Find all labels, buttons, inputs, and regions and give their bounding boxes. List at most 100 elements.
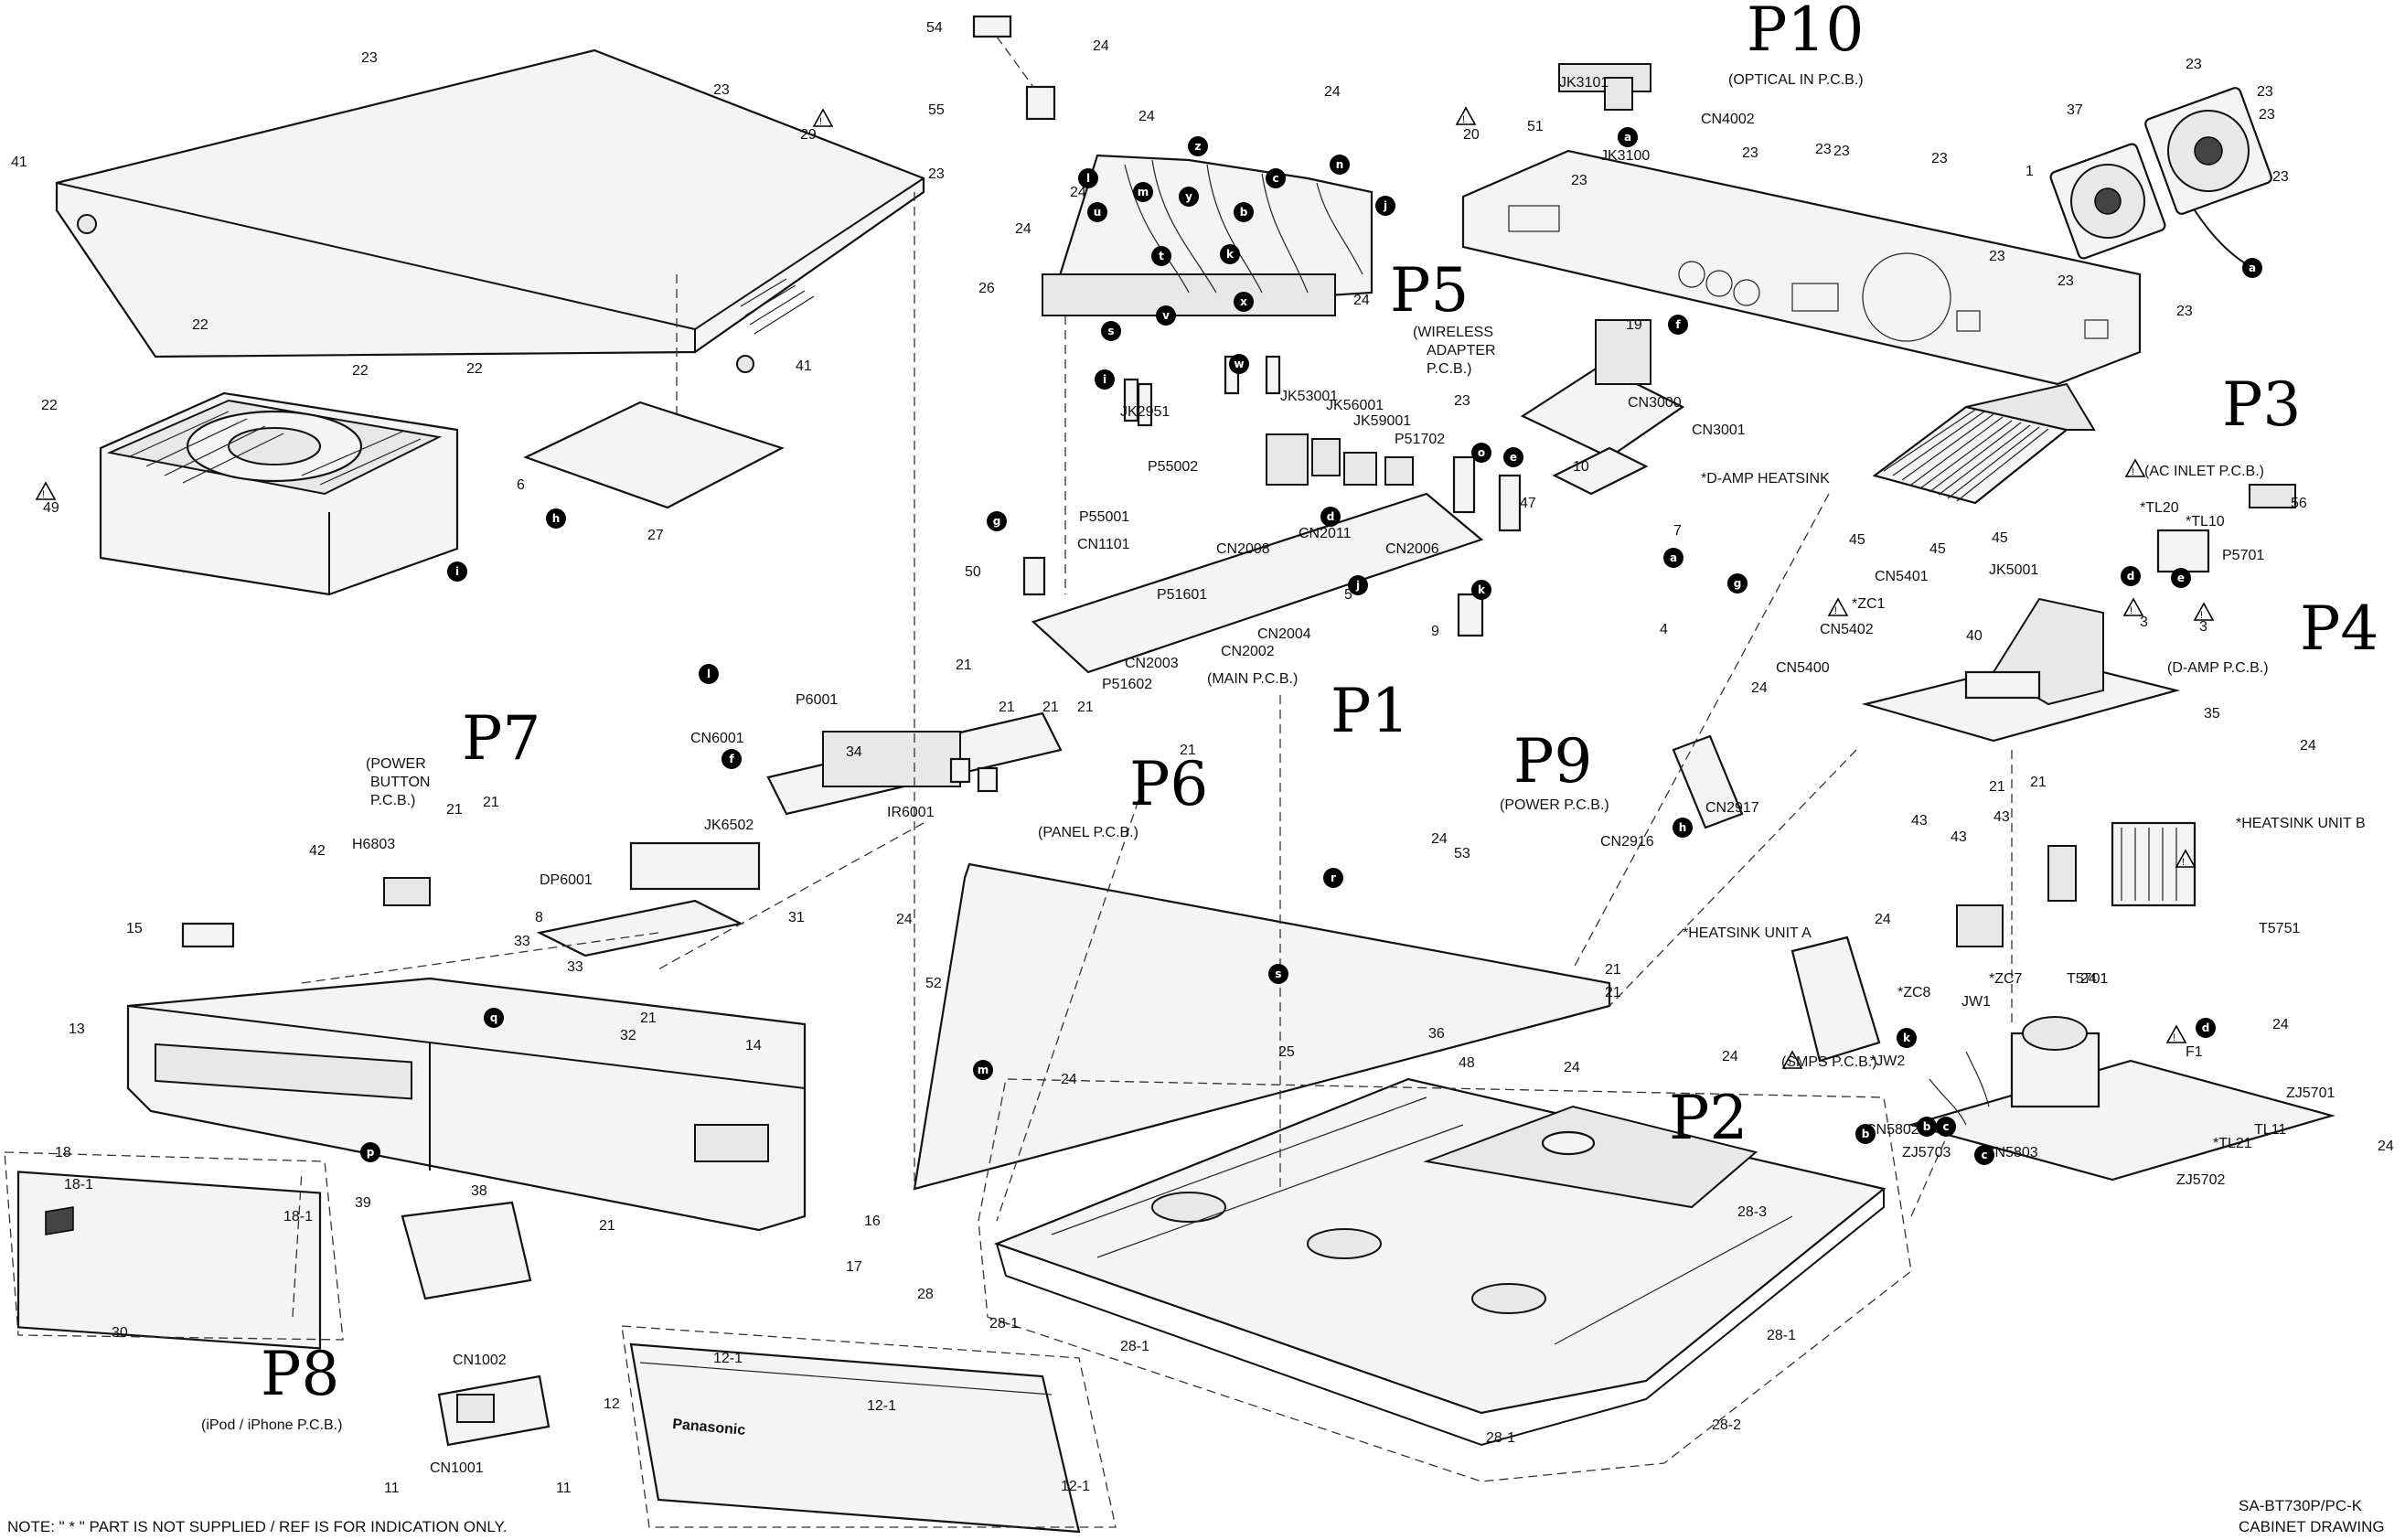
part-number-label: 21	[483, 795, 499, 810]
callout-letter: y	[1179, 187, 1199, 207]
part-number-label: 8	[535, 910, 543, 925]
panel-pcb-label: (PANEL P.C.B.)	[1038, 825, 1138, 840]
part-number-label: 27	[647, 528, 664, 543]
display-window-part	[629, 841, 761, 891]
svg-text:d: d	[2202, 1021, 2210, 1034]
svg-text:m: m	[978, 1064, 989, 1076]
connector-label: JK5001	[1989, 562, 2038, 578]
connector-label: JW1	[1961, 994, 1991, 1010]
callout-letter: u	[1087, 202, 1107, 222]
connector-label: CN2008	[1216, 541, 1270, 557]
part-number-label: 24	[1751, 680, 1768, 696]
ipod-pcb-label: (iPod / iPhone P.C.B.)	[201, 1417, 342, 1433]
part-number-label: 45	[1929, 541, 1946, 557]
part-number-label: 37	[2067, 102, 2083, 118]
optical-in-pcb-label: (OPTICAL IN P.C.B.)	[1728, 72, 1864, 88]
part-number-label: 24	[1324, 84, 1341, 100]
part-number-label: 28-1	[1486, 1430, 1515, 1446]
wireless-adapter-part	[1520, 319, 1685, 496]
part-number-label: 41	[11, 155, 27, 170]
part-number-label: 5	[1344, 587, 1352, 603]
callout-letter: v	[1156, 305, 1176, 326]
part-number-label: 23	[1815, 142, 1832, 157]
section-labels: P10 P5 P3 P4 P1 P7 P6 P9 P2 P8	[261, 0, 2378, 1409]
part-number-label: 23	[2272, 169, 2289, 185]
part-number-label: 24	[1061, 1072, 1077, 1087]
svg-text:d: d	[2127, 570, 2135, 583]
part-number-label: 23	[1454, 393, 1470, 409]
part-number-label: 23	[1571, 173, 1587, 188]
part-number-label: 38	[471, 1183, 487, 1199]
connector-label: CN2002	[1221, 644, 1275, 659]
part-number-label: 21	[1989, 779, 2005, 795]
callout-letter: a	[1663, 548, 1684, 568]
part-number-label: 14	[745, 1038, 762, 1053]
part-number-label: 23	[2176, 304, 2193, 319]
callout-letter: r	[1323, 868, 1343, 888]
connector-label: CN2916	[1600, 834, 1654, 850]
connector-label: *ZC8	[1897, 985, 1931, 1000]
connector-label: F1	[2186, 1044, 2203, 1060]
svg-text:i: i	[455, 565, 459, 578]
part-number-label: 24	[896, 912, 913, 927]
part-number-label: 54	[926, 20, 943, 36]
part-number-label: 19	[1626, 317, 1642, 333]
heatsink-unit-a-part	[1790, 904, 2004, 1063]
part-number-label: 24	[2272, 1017, 2289, 1032]
power-pcb-part	[1672, 734, 1744, 829]
part-number-label: 21	[1180, 743, 1196, 758]
section-label: P9	[1513, 726, 1592, 797]
svg-text:a: a	[2249, 262, 2256, 274]
part-number-label: 23	[2259, 107, 2275, 123]
section-label: P8	[261, 1339, 339, 1409]
connector-label: JK53001	[1280, 389, 1338, 404]
main-pcb-part	[1022, 355, 1522, 674]
svg-text:a: a	[1624, 131, 1631, 144]
section-label: P7	[462, 703, 540, 774]
part-number-label: 29	[800, 127, 817, 143]
part-number-label: 28	[917, 1287, 934, 1302]
svg-text:i: i	[1103, 373, 1106, 386]
callout-letter: d	[1320, 507, 1341, 527]
callout-letter: x	[1234, 292, 1254, 312]
part-number-label: 47	[1520, 496, 1536, 511]
part-number-label: 20	[1463, 127, 1480, 143]
part-number-label: 21	[1605, 985, 1621, 1000]
connector-label: T5701	[2067, 971, 2108, 987]
d-amp-heatsink-part	[1872, 382, 2096, 505]
part-number-label: 45	[1849, 532, 1865, 548]
part-number-label: 40	[1966, 628, 1983, 644]
wireless-adapter-label-1: (WIRELESS	[1413, 325, 1493, 340]
part-number-label: 24	[1093, 38, 1109, 54]
svg-text:h: h	[1679, 821, 1687, 834]
svg-text:!: !	[2132, 466, 2134, 477]
ipod-pcb-part	[401, 1201, 550, 1447]
top-cover-part	[55, 48, 925, 457]
warning-triangles: ! ! ! ! ! ! ! ! ! !	[35, 106, 2215, 1069]
svg-text:j: j	[1383, 199, 1387, 212]
part-number-label: 3	[2199, 619, 2207, 635]
connector-label: *TL10	[2186, 514, 2225, 529]
part-number-label: 52	[925, 976, 942, 991]
callout-letter: p	[360, 1142, 380, 1162]
disc-drive-unit-part	[99, 391, 459, 596]
connector-label: JK56001	[1326, 398, 1384, 413]
svg-text:j: j	[1355, 579, 1360, 592]
svg-text:!: !	[2173, 1032, 2175, 1043]
svg-text:t: t	[1159, 250, 1164, 262]
part-number-label: 18-1	[283, 1209, 313, 1225]
connector-label: *TL21	[2213, 1136, 2252, 1151]
section-label: P6	[1129, 749, 1208, 819]
part-number-label: 39	[355, 1195, 371, 1211]
connector-label: CN5802	[1865, 1122, 1919, 1138]
part-number-label: 7	[1673, 523, 1682, 539]
callout-letter: o	[1471, 443, 1491, 463]
callout-letter: l	[699, 664, 719, 684]
callout-letter: c	[1266, 168, 1286, 188]
svg-text:!: !	[1834, 605, 1837, 616]
connector-label: CN1101	[1077, 537, 1130, 552]
part-number-label: 34	[846, 744, 862, 760]
part-number-label: 21	[640, 1011, 657, 1026]
explode-leader-lines	[292, 192, 2013, 1318]
callout-letter: w	[1229, 354, 1249, 374]
